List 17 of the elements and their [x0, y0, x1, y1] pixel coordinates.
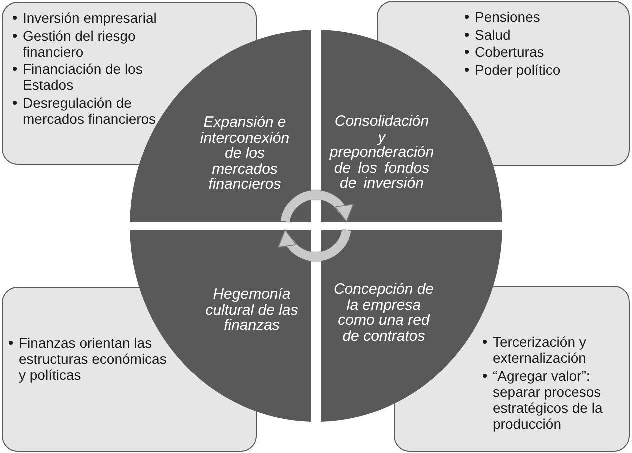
list-item: Financiación de los Estados — [23, 61, 144, 93]
list-item: Coberturas — [475, 44, 546, 60]
list-item: Tercerización y externalización — [493, 334, 588, 366]
list-item: Pensiones — [475, 9, 542, 25]
list-item: Salud — [475, 26, 512, 42]
curved-arrow — [280, 190, 353, 223]
quadrant-title: Hegemonía cultural de las finanzas — [204, 287, 300, 334]
quadrant-title: Concepción de la empresa como una red de contratos — [332, 282, 436, 344]
list-item: Gestión del riesgo financiero — [23, 28, 137, 60]
curved-arrow — [279, 229, 352, 262]
quadrant-title: Consolidación y preponderación de los fondos de inversión — [329, 114, 435, 192]
quadrant-title: Expansión e interconexión de los mercados financieros — [199, 115, 291, 192]
list-item: “Agregar valor”: separar procesos estratégicos de la producción — [493, 368, 604, 432]
list-item: Inversión empresarial — [23, 10, 158, 26]
list-item: Finanzas orientan las estructuras económicas y políticas — [19, 335, 168, 383]
list-item: Poder político — [475, 62, 562, 78]
list-item: Desregulación de mercados financieros — [23, 94, 158, 126]
